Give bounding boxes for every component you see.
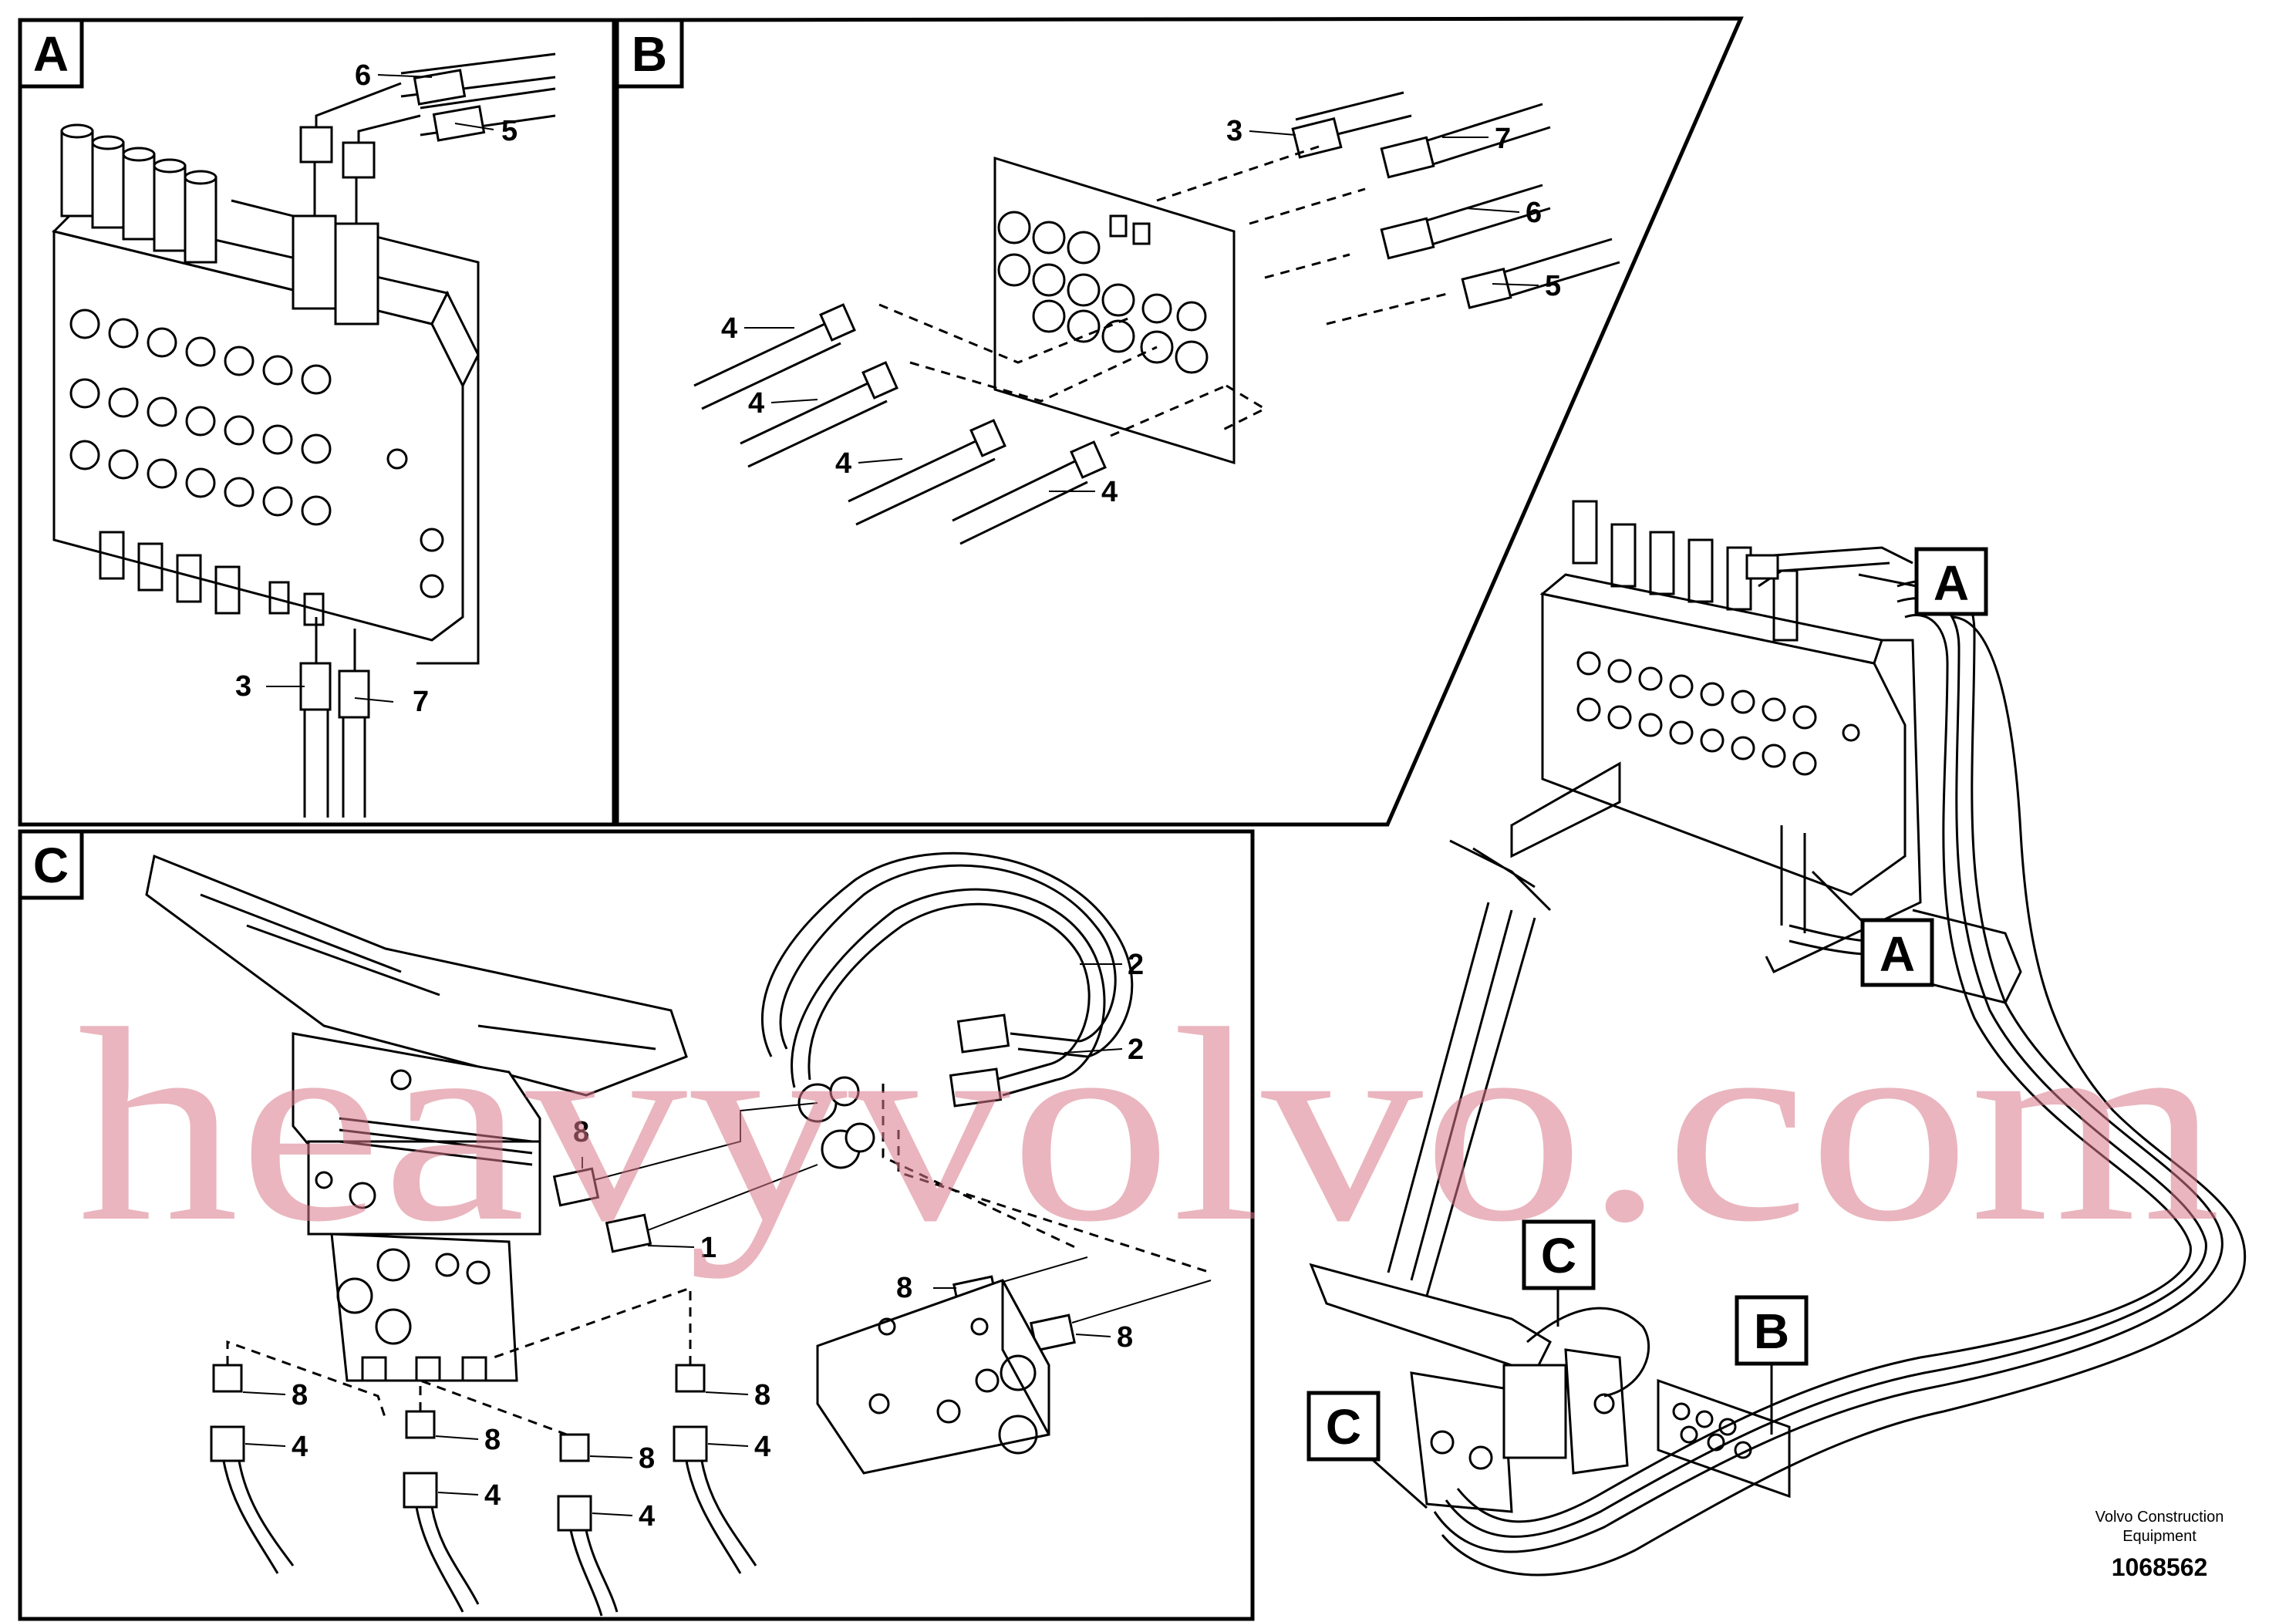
overview-label-a-top: A: [1858, 547, 1988, 616]
panel-b-manifold-plate: [993, 156, 1236, 465]
panel-c-label-box: C: [18, 829, 84, 900]
panel-a-leaders: [266, 74, 494, 703]
panel-c-callout-2a: 2: [1128, 949, 1144, 981]
panel-c-callout-8d: 8: [292, 1379, 308, 1411]
panel-b-upper-hoses: [1291, 91, 1620, 309]
panel-b-leaders: [744, 130, 1539, 492]
overview-label-c-left: C: [1306, 1391, 1428, 1509]
overview-label-b-text: B: [1754, 1303, 1789, 1359]
panel-c-hose-loops: [761, 851, 1134, 1169]
panel-c-callout-4c: 4: [639, 1500, 655, 1533]
panel-a-valve-block: [52, 52, 556, 818]
panel-c-callout-4d: 4: [754, 1431, 770, 1463]
panel-c-frame: [18, 829, 1255, 1621]
panel-c-callout-8f: 8: [639, 1442, 655, 1475]
overview-label-c-left-text: C: [1326, 1399, 1361, 1455]
footer-drawing-number: 1068562: [2112, 1553, 2208, 1581]
panel-c-callout-8e: 8: [484, 1424, 501, 1456]
watermark: heavyvolvo.com: [77, 971, 2221, 1280]
panel-a-callout-7: 7: [413, 686, 429, 718]
panel-b-callout-4a: 4: [721, 312, 737, 345]
overview-label-c-top-text: C: [1541, 1228, 1576, 1283]
panel-c-leaders: [242, 963, 1123, 1516]
panel-c-callout-8a: 8: [573, 1116, 589, 1148]
panel-a-callout-5: 5: [501, 115, 518, 147]
panel-c-callout-4b: 4: [484, 1479, 501, 1512]
panel-b-label-box: B: [615, 18, 684, 89]
panel-a-label: A: [33, 26, 69, 82]
overview-label-c-top: C: [1522, 1219, 1596, 1327]
panel-b-callout-4d: 4: [1101, 476, 1118, 508]
panel-c-valve-block: [816, 1279, 1050, 1475]
panel-c-callout-8c: 8: [1117, 1321, 1133, 1354]
panel-a-callout-3: 3: [235, 670, 251, 703]
panel-b-callout-4c: 4: [835, 447, 851, 480]
panel-c-callout-1: 1: [700, 1232, 716, 1264]
panel-a-frame: [18, 18, 616, 827]
panel-b-callout-6: 6: [1526, 197, 1542, 229]
panel-b-callout-5: 5: [1545, 270, 1561, 302]
panel-c-label: C: [33, 838, 69, 893]
panel-a-label-box: A: [18, 18, 84, 89]
panel-b-frame: [615, 16, 1744, 827]
panel-c-callout-4a: 4: [292, 1431, 308, 1463]
overview-label-b: B: [1735, 1295, 1809, 1435]
panel-b-guide-lines: [878, 145, 1451, 437]
panel-b-callout-3: 3: [1226, 115, 1242, 147]
overview-label-a-bottom-text: A: [1880, 926, 1915, 982]
footer-company-line2: Equipment: [2122, 1528, 2197, 1545]
overview-label-a-top-text: A: [1934, 555, 1969, 611]
panel-c-bottom-fittings: [210, 1364, 757, 1617]
panel-b-callout-4b: 4: [748, 387, 764, 420]
footer-company-line1: Volvo Construction: [2095, 1509, 2224, 1526]
panel-c-guide-lines: [226, 1084, 1212, 1436]
panel-c-callout-2b: 2: [1128, 1034, 1144, 1066]
panel-c-callout-8g: 8: [754, 1379, 770, 1411]
panel-b-lower-hoses: [693, 303, 1107, 545]
panel-b-label: B: [632, 26, 667, 82]
panel-c-callout-8b: 8: [896, 1272, 912, 1304]
panel-b-callout-7: 7: [1495, 123, 1511, 155]
panel-a-callout-6: 6: [355, 59, 371, 92]
panel-c-pedal-valve: [145, 854, 688, 1382]
overview-assembly: [1309, 500, 2247, 1576]
overview-label-a-bottom: A: [1811, 870, 1934, 987]
